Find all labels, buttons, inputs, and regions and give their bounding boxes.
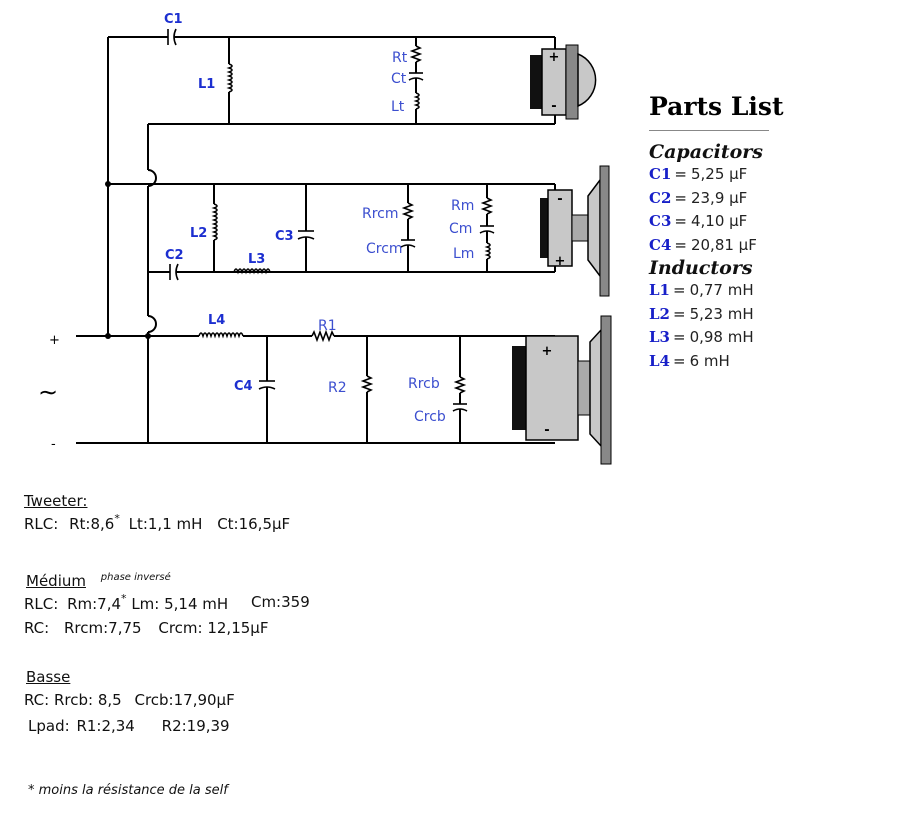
label-l1: L1 [198, 77, 215, 92]
label-rrcm: Rrcm [362, 206, 399, 222]
list-item: C1=5,25 µF [649, 165, 748, 183]
bass-plus: + [542, 344, 553, 359]
inductors-heading: Inductors [649, 257, 753, 279]
medium-title: Médium phase inversé [26, 572, 171, 590]
list-item: C2=23,9 µF [649, 188, 748, 207]
label-c4: C4 [234, 379, 253, 394]
bass-driver: + - [512, 315, 612, 465]
label-c3: C3 [275, 229, 294, 244]
input-rails [76, 37, 555, 444]
label-l2: L2 [190, 226, 207, 241]
tweeter-section: C1 L1 Rt Ct Lt [108, 12, 555, 125]
input-plus: + [49, 333, 60, 348]
label-cm: Cm [449, 221, 472, 237]
label-l3: L3 [248, 252, 265, 267]
divider [649, 130, 769, 131]
tweeter-plus: + [549, 50, 560, 65]
list-item: L1=0,77 mH [649, 281, 754, 299]
footnote: * moins la résistance de la self [28, 783, 228, 798]
medium-minus: - [557, 192, 562, 207]
label-l4: L4 [208, 313, 225, 328]
bass-minus: - [544, 423, 549, 438]
list-item: L3=0,98 mH [649, 328, 754, 346]
label-c1: C1 [164, 12, 183, 27]
medium-rlc: RLC: Rm:7,4* Lm: 5,14 mH Cm:359 [24, 592, 310, 613]
ac-source-icon: ∼ [38, 378, 58, 406]
junction-dot [105, 181, 111, 187]
bass-section: L4 R1 C4 R2 Rrcb Crcb [148, 313, 555, 443]
label-ct: Ct [391, 71, 407, 87]
bass-lpad: Lpad: R1:2,34 R2:19,39 [28, 717, 230, 735]
list-item: L4=6 mH [649, 351, 730, 370]
label-rm: Rm [451, 198, 474, 214]
tweeter-title: Tweeter: [24, 492, 88, 510]
label-crcb: Crcb [414, 409, 446, 425]
label-rt: Rt [392, 50, 408, 66]
tweeter-minus: - [551, 99, 556, 114]
bass-title: Basse [26, 668, 71, 686]
label-c2: C2 [165, 248, 184, 263]
medium-rc: RC: Rrcm:7,75 Crcm: 12,15µF [24, 619, 269, 637]
label-rrcb: Rrcb [408, 376, 440, 392]
parts-list: Parts List Capacitors C1=5,25 µF C2=23,9… [649, 92, 799, 373]
label-lt: Lt [391, 99, 405, 115]
list-item: C3=4,10 µF [649, 212, 748, 230]
label-crcm: Crcm [366, 241, 403, 257]
medium-section: C2 L2 L3 C3 Rrcm Crcm Rm Cm Lm [148, 184, 555, 281]
label-r1: R1 [318, 318, 337, 334]
medium-plus: + [555, 254, 566, 269]
input-minus: - [51, 437, 56, 452]
junction-dot [105, 333, 111, 339]
parts-list-title: Parts List [649, 92, 784, 121]
medium-driver: - + [540, 165, 610, 297]
list-item: C4=20,81 µF [649, 235, 757, 254]
tweeter-rlc: RLC: Rt:8,6* Lt:1,1 mH Ct:16,5µF [24, 512, 291, 533]
label-r2: R2 [328, 380, 347, 396]
tweeter-driver: + - [530, 37, 597, 124]
capacitors-heading: Capacitors [649, 141, 763, 163]
bass-rc: RC: Rrcb: 8,5 Crcb:17,90µF [24, 691, 235, 709]
list-item: L2=5,23 mH [649, 304, 754, 323]
label-lm: Lm [453, 246, 474, 262]
